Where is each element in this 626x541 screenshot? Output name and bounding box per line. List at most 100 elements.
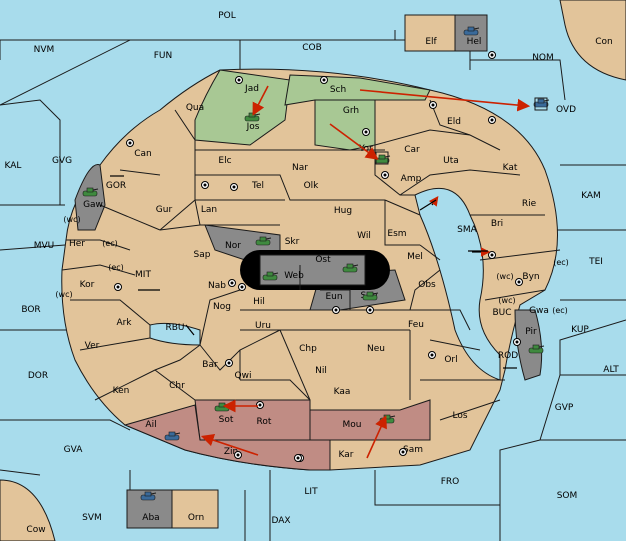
pir-region (514, 309, 543, 381)
coast-label: (wc) (63, 215, 80, 224)
supply-center-dot (399, 448, 407, 456)
supply-center-dot (381, 171, 389, 179)
sea-label: POL (218, 11, 236, 21)
land-label: Wil (357, 231, 371, 241)
move-arrows (110, 85, 531, 459)
land-label: Nil (315, 366, 327, 376)
skr-web-ost-region (259, 254, 366, 286)
land-label: Jos (246, 122, 260, 132)
land-label: Kar (339, 450, 354, 460)
sea-label: SMA (457, 225, 477, 235)
sea-borders (0, 30, 626, 541)
land-label: Rot (257, 417, 272, 427)
coast-label: (wc) (55, 290, 72, 299)
land-label: Orn (188, 513, 204, 523)
land-label: Nar (292, 163, 308, 173)
sea-label: NVM (34, 45, 55, 55)
passage-arrow (419, 199, 437, 211)
supply-center-dot (488, 51, 496, 59)
army-unit[interactable] (362, 291, 379, 301)
sea-label: MIT (135, 270, 151, 280)
land-label: Sap (194, 250, 211, 260)
sea-label: KAM (581, 191, 601, 201)
move-arrow (359, 89, 531, 112)
land-label: Car (404, 145, 420, 155)
land-label: Ken (113, 386, 130, 396)
land-label: Kaa (334, 387, 351, 397)
sea-label: RBU (165, 323, 184, 333)
land-label: Pir (525, 327, 537, 337)
sea-label: DAX (271, 516, 290, 526)
sea-label: OVD (556, 105, 576, 115)
land-label: Chr (169, 381, 185, 391)
sea-label: MVU (34, 241, 55, 251)
land-label: Gwa (529, 306, 549, 316)
land-label: Bar (202, 360, 218, 370)
army-unit[interactable] (342, 263, 359, 273)
fleet-unit[interactable] (140, 491, 157, 501)
land-label: Elc (218, 156, 231, 166)
fleet-unit[interactable] (164, 431, 181, 441)
sea-label: FUN (154, 51, 173, 61)
land-label: Esm (387, 229, 406, 239)
sea-label: SVM (82, 513, 102, 523)
land-label: Yor (358, 144, 373, 154)
coast-label: (wc) (496, 272, 513, 281)
ail-zin-kar-region (123, 404, 331, 471)
land-label: Eld (447, 117, 461, 127)
land-label: Uru (255, 321, 271, 331)
supply-center-dot (126, 139, 134, 147)
units (82, 26, 550, 501)
orn-land (171, 489, 219, 529)
supply-center-dot (228, 279, 236, 287)
army-unit[interactable] (528, 344, 545, 354)
land-label: Grh (343, 106, 359, 116)
sea-label: ROD (498, 351, 518, 361)
sea-label: NOM (532, 53, 554, 63)
land-label: Hil (253, 297, 265, 307)
supply-center-dot (235, 76, 243, 84)
inner-sea (414, 187, 501, 381)
supply-centers (114, 51, 523, 462)
unit-box (534, 97, 548, 111)
land-label: Her (69, 239, 85, 249)
army-unit[interactable] (244, 112, 261, 122)
supply-center-dot (513, 338, 521, 346)
sea-label: Cow (26, 525, 45, 535)
supply-center-dot (332, 306, 340, 314)
supply-center-dot (515, 278, 523, 286)
supply-center-dot (428, 351, 436, 359)
sea-label: TEI (588, 257, 603, 267)
land-label: Qwi (235, 371, 252, 381)
land-label: Ost (315, 255, 331, 265)
sea-label: KUP (571, 325, 589, 335)
army-unit[interactable] (255, 236, 272, 246)
fleet-unit[interactable] (463, 26, 480, 36)
supply-center-dot (256, 401, 264, 409)
land-label: Qua (186, 103, 204, 113)
supply-center-dot (230, 183, 238, 191)
land-label: Sch (330, 85, 346, 95)
land-label: Amp (401, 174, 422, 184)
land-label: Byn (522, 272, 539, 282)
sea-label: GVA (64, 445, 84, 455)
sea-label: COB (302, 43, 322, 53)
supply-center-dot (488, 251, 496, 259)
land-label: Gur (156, 205, 173, 215)
move-arrow (366, 415, 387, 459)
sea-label: KAL (5, 161, 22, 171)
land-label: Olk (304, 181, 320, 191)
land-label: Nab (208, 281, 226, 291)
land-label: Skr (285, 237, 300, 247)
supply-center-dot (238, 283, 246, 291)
land-label: Ark (116, 318, 132, 328)
sea-label: BOR (21, 305, 40, 315)
supply-center-dot (429, 101, 437, 109)
move-arrow (200, 433, 259, 456)
army-unit[interactable] (82, 187, 99, 197)
land-label: Kor (80, 280, 95, 290)
army-unit[interactable] (262, 271, 279, 281)
coast-label: (ec) (102, 239, 118, 248)
land-label: Feu (408, 320, 424, 330)
